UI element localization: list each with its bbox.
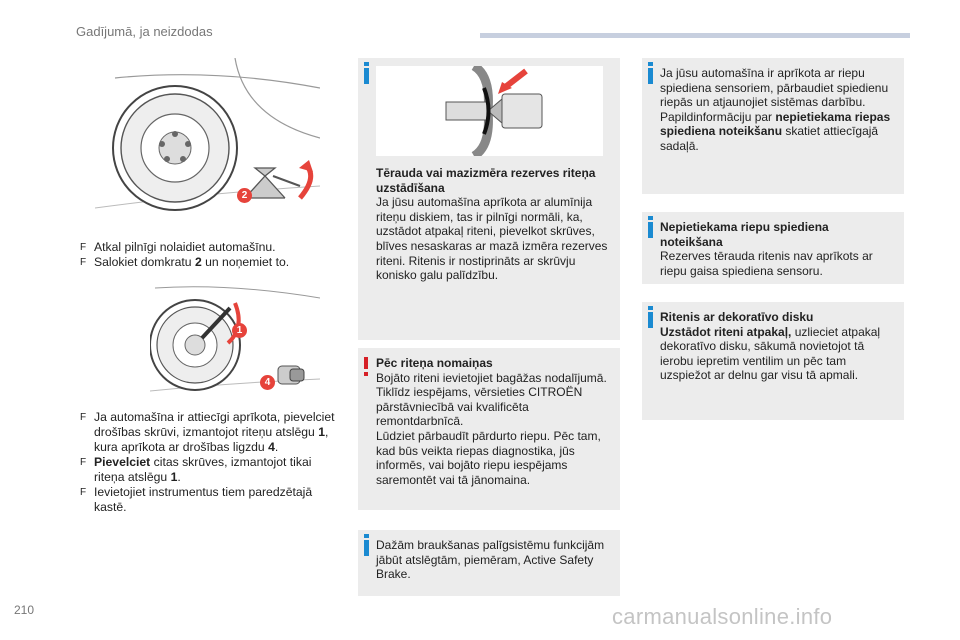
warning-body: Bojāto riteni ievietojiet bagāžas nodalī…	[376, 370, 607, 487]
driving-aids-info-box: Dažām braukšanas palīgsistēmu funkcijām …	[358, 530, 620, 596]
badge-1: 1	[232, 323, 247, 338]
bullet-marker: F	[80, 412, 87, 423]
after-wheel-change-warning-box: Pēc riteņa nomaiņas Bojāto riteni ieviet…	[358, 348, 620, 510]
page-number: 210	[14, 603, 35, 617]
sensor-body: Ja jūsu automašīna ir aprīkota ar riepu …	[660, 66, 889, 124]
watermark: carmanualsonline.info	[612, 604, 833, 629]
info-icon	[364, 62, 369, 84]
header-title: Gadījumā, ja neizdodas	[76, 24, 213, 39]
low-pressure-body: Rezerves tērauda ritenis nav aprīkots ar…	[660, 249, 873, 278]
low-pressure-info-box: Nepietiekama riepu spiediena noteikšana …	[642, 212, 904, 284]
wheel-trim-body: uzlieciet atpakaļ dekoratīvo disku, sāku…	[660, 324, 881, 383]
wheel-trim-body-wrap: Uzstādot riteni atpakaļ, uzlieciet atpak…	[660, 325, 894, 383]
low-pressure-title: Nepietiekama riepu spiediena noteikšana	[660, 220, 829, 249]
driving-aids-body: Dažām braukšanas palīgsistēmu funkcijām …	[376, 538, 605, 582]
jack-illustration: 2	[94, 57, 321, 230]
bullet-marker: F	[80, 242, 87, 253]
warning-title: Pēc riteņa nomaiņas	[376, 356, 493, 370]
badge-2: 2	[237, 188, 252, 203]
bullet-marker: F	[80, 487, 87, 498]
tyre-sensor-info-box: Ja jūsu automašīna ir aprīkota ar riepu …	[642, 58, 904, 194]
info-icon	[648, 62, 653, 84]
info-icon	[648, 306, 653, 328]
sensor-post: skatiet attiecīgajā sadaļā.	[660, 124, 879, 153]
badge-4: 4	[260, 375, 275, 390]
info-icon	[364, 534, 369, 556]
wheel-trim-title: Ritenis ar dekoratīvo disku	[660, 310, 814, 324]
info-icon	[648, 216, 653, 238]
wheel-trim-info-box: Ritenis ar dekoratīvo disku Uzstādot rit…	[642, 302, 904, 420]
bullet-marker: F	[80, 457, 87, 468]
steel-wheel-body: Ja jūsu automašīna aprīkota ar alumīnija…	[376, 195, 608, 283]
wrench-illustration: 1 4	[149, 283, 321, 401]
warning-icon	[364, 357, 368, 376]
bolt-illustration	[376, 62, 603, 160]
steel-wheel-info-box: Tērauda vai mazizmēra rezerves riteņa uz…	[358, 58, 620, 340]
sensor-bold: nepietiekama riepas spiediena noteikšanu	[660, 109, 891, 139]
steel-wheel-title: Tērauda vai mazizmēra rezerves riteņa uz…	[376, 166, 596, 195]
header-bar	[480, 33, 910, 38]
wheel-trim-bold: Uzstādot riteni atpakaļ,	[660, 324, 792, 339]
bullet-marker: F	[80, 257, 87, 268]
